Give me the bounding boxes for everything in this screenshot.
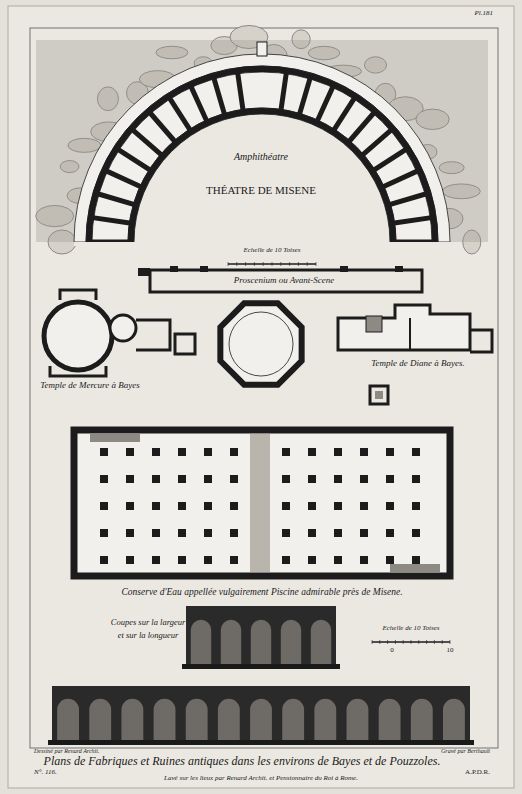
plan-label: Lavé sur les lieux par Renard Archit. et…: [164, 775, 358, 783]
radial-wall: [149, 111, 176, 142]
proscenium-plan: [138, 266, 422, 292]
plan-label: Echelle de 10 Toises: [382, 625, 439, 633]
radial-wall: [382, 170, 419, 187]
arena-fill: [74, 242, 450, 246]
scale-bar: [372, 640, 450, 644]
radial-wall: [348, 111, 375, 142]
cross-section-length: [48, 686, 474, 745]
plate-border: [30, 28, 498, 748]
radial-wall: [96, 193, 135, 205]
radial-wall: [362, 129, 393, 156]
scale-bar: [228, 262, 316, 266]
radial-wall: [105, 170, 142, 187]
outer-corridor: [74, 54, 450, 242]
radial-wall: [131, 129, 162, 156]
radial-wall: [116, 148, 150, 170]
piscine-plan: [74, 430, 450, 576]
plan-label: Echelle de 10 Toises: [243, 247, 300, 255]
plan-label: A.P.D.R.: [465, 769, 490, 777]
radial-wall: [373, 148, 407, 170]
plan-label: 10: [447, 647, 454, 655]
radial-wall: [393, 217, 434, 223]
plate-frame: [8, 6, 514, 788]
temple-mercure-plan: [44, 290, 195, 376]
octagon-inner: [229, 312, 293, 376]
hatch-ground: [36, 40, 488, 242]
plan-label: Proscenium ou Avant-Scene: [234, 276, 334, 286]
octagonal-temple-plan: [220, 303, 301, 384]
plan-label: Pl.181: [475, 10, 493, 18]
radial-wall: [91, 217, 132, 223]
plan-label: THÉATRE DE MISENE: [206, 184, 316, 196]
plan-label: Coupes sur la largeur: [111, 618, 186, 627]
plan-label: Temple de Diane à Bayes.: [371, 359, 464, 369]
plan-label: et sur la longueur: [118, 631, 179, 640]
radial-wall: [299, 76, 311, 115]
radial-wall: [389, 193, 428, 205]
plan-label: Temple de Mercure à Bayes: [40, 381, 139, 391]
plan-label: Dessiné par Renard Archit.: [34, 748, 99, 755]
inner-wall: [128, 108, 396, 242]
radial-wall: [317, 85, 334, 122]
radial-wall: [281, 71, 287, 112]
outer-wall: [86, 66, 438, 242]
theatre-plan: [36, 25, 488, 254]
radial-wall: [213, 76, 225, 115]
plate-title: Plans de Fabriques et Ruines antiques da…: [44, 755, 441, 768]
cross-section-width: [182, 606, 340, 669]
plan-label: Gravé par Berthault: [441, 748, 490, 755]
radial-wall: [333, 96, 355, 130]
radial-wall: [237, 71, 243, 112]
plan-label: N°. 116.: [34, 769, 57, 777]
plan-label: Amphithéatre: [234, 151, 288, 162]
cavea: [92, 72, 432, 242]
entrance: [257, 42, 267, 56]
radial-wall: [168, 96, 190, 130]
temple-diane-plan: [338, 305, 492, 404]
radial-wall: [190, 85, 207, 122]
plan-label: 0: [390, 647, 394, 655]
plan-label: Conserve d'Eau appellée vulgairement Pis…: [121, 587, 402, 597]
